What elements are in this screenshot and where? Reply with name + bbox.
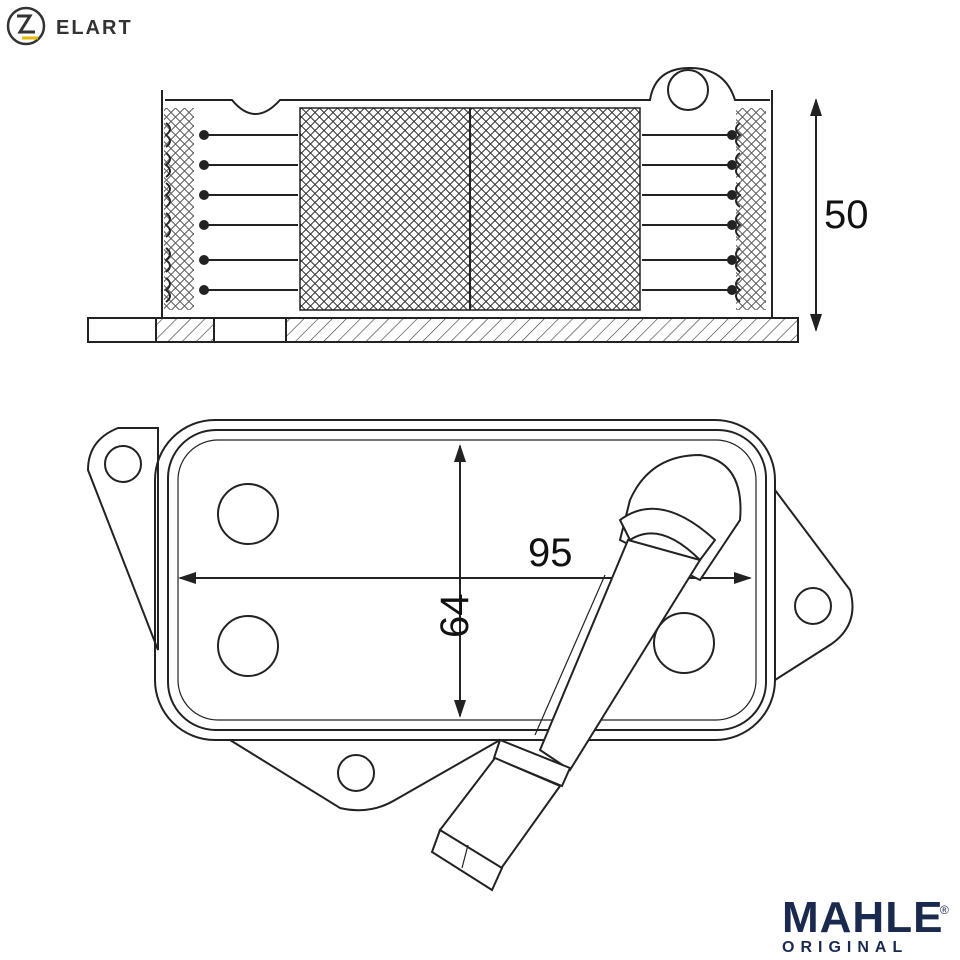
plate-rivet [199,160,209,170]
top-view-inner-rim [167,429,767,731]
side-view-top-plate [165,66,770,115]
mahle-logo-text: MAHLE [782,893,943,942]
outlet-pipe [430,453,742,892]
height-dimension-value: 50 [824,193,869,237]
port-top-left [217,483,279,545]
top-view [86,419,854,812]
plate-stack-fins [736,108,766,310]
mount-hole-left [104,445,142,483]
side-view [87,66,799,343]
mahle-logo-subtext: ORIGINAL [782,939,908,956]
elart-logo: ELART [6,6,133,46]
top-view-inner-plate [177,439,757,721]
plate-rivet [727,255,737,265]
top-view-flange-right [774,489,854,681]
elart-logo-ring [6,6,46,46]
outlet-pipe-highlight [534,574,606,736]
side-view-base-gap [213,317,287,343]
length-dimension-arrow-left [178,572,196,584]
side-view-base-plate [87,317,799,343]
width-dimension-value: 64 [433,594,477,639]
outlet-pipe-tip [430,828,504,892]
plate-rivet [199,285,209,295]
length-dimension-arrow-right [734,572,752,584]
width-dimension-arrow-top [454,444,466,462]
height-dimension: 50 [810,98,869,332]
plate-stack-fins [164,108,194,310]
length-dimension-value: 95 [528,531,573,575]
elart-logo-glyph [17,14,35,34]
height-dimension-arrow-bottom [810,314,822,332]
plate-rivet [199,130,209,140]
mount-hole-bottom [337,754,375,792]
side-view-mount-ring [667,69,709,111]
plate-rivet [727,220,737,230]
outlet-pipe-tip-groove [461,844,469,869]
side-view-right-plates [642,108,766,310]
mahle-logo-mark: ® [940,903,949,917]
mount-hole-right [794,587,832,625]
plate-rivet [727,285,737,295]
plate-rivet [199,220,209,230]
plate-rivet [727,160,737,170]
mahle-logo: MAHLE ® ORIGINAL [782,893,949,956]
plate-rivet [199,255,209,265]
width-dimension: 64 [433,444,477,718]
side-view-base-left-tab [87,317,157,343]
height-dimension-arrow-top [810,98,822,116]
width-dimension-arrow-bottom [454,700,466,718]
side-view-left-plates [164,108,298,310]
top-view-flange [86,427,159,651]
outlet-pipe-ferrule [492,738,572,788]
elart-logo-text: ELART [56,17,133,39]
outlet-pipe-collar [618,507,717,562]
top-view-flange-bottom [229,739,501,812]
plate-rivet [727,130,737,140]
plate-rivet [199,190,209,200]
port-bottom-right [653,612,715,674]
port-bottom-left [217,615,279,677]
plate-rivet [727,190,737,200]
top-view-outer-body [154,419,776,741]
